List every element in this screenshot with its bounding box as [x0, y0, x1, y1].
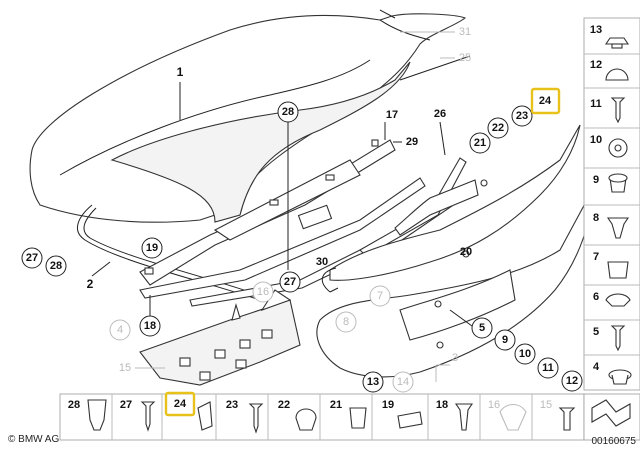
callout-20: 20	[460, 246, 472, 258]
callout-14: 14	[397, 376, 409, 388]
screw-small-icon	[610, 325, 626, 352]
callout-2: 2	[87, 277, 94, 291]
callout-25: 25	[459, 52, 471, 64]
callout-31: 31	[459, 26, 471, 38]
callout-11: 11	[542, 362, 554, 374]
side-label-4: 4	[593, 361, 600, 373]
callout-1: 1	[177, 65, 184, 79]
bottom-label-19: 19	[382, 399, 394, 411]
bottom-label-27: 27	[120, 399, 132, 411]
callout-7: 7	[377, 290, 383, 302]
push-rivet-icon	[605, 293, 631, 307]
callout-8: 8	[343, 316, 349, 328]
spring-clip-icon	[197, 401, 213, 431]
callout-18: 18	[144, 320, 156, 332]
side-label-9: 9	[593, 174, 599, 186]
callouts: 1 2 31 25 17 29 26 20 3 30 15 28 19	[21, 26, 583, 393]
callout-15: 15	[119, 362, 131, 374]
plug-icon	[295, 408, 317, 431]
callout-29: 29	[406, 136, 418, 148]
callout-22: 22	[492, 122, 504, 134]
clip	[321, 267, 339, 293]
side-label-7: 7	[593, 251, 599, 263]
bottom-label-28: 28	[68, 399, 80, 411]
bottom-label-23: 23	[226, 399, 238, 411]
callout-21: 21	[474, 137, 486, 149]
license-plate-panel	[329, 124, 581, 281]
bottom-parts-row: 28 27 24 23 22 21 19 18 16 15	[59, 391, 640, 441]
callout-28-top: 28	[282, 106, 294, 118]
callout-19: 19	[146, 242, 158, 254]
clamp-icon	[397, 411, 423, 429]
flange-screw-icon	[248, 403, 264, 434]
diagram-id: 00160675	[592, 436, 637, 447]
side-label-12: 12	[590, 59, 602, 71]
screw-bottom-icon	[140, 401, 156, 432]
callout-3: 3	[452, 352, 458, 364]
side-label-8: 8	[593, 212, 599, 224]
callout-26: 26	[434, 108, 446, 120]
orientation-arrow-icon	[591, 399, 631, 427]
bottom-label-16: 16	[488, 399, 500, 411]
callout-24-top: 24	[539, 95, 552, 107]
callout-27-mid: 27	[284, 276, 296, 288]
rivet-bottom-icon	[558, 407, 576, 431]
brand-label: © BMW AG	[8, 434, 59, 445]
callout-23: 23	[516, 110, 528, 122]
bottom-label-15: 15	[540, 399, 552, 411]
callout-5: 5	[479, 322, 485, 334]
expansion-clip-icon	[499, 403, 527, 431]
bracket-clip-icon	[87, 399, 107, 431]
callout-17: 17	[386, 109, 398, 121]
side-label-13: 13	[590, 24, 602, 36]
side-label-10: 10	[590, 134, 602, 146]
mounting-bracket	[139, 289, 301, 386]
screw-icon	[610, 97, 626, 124]
bottom-label-18: 18	[436, 399, 448, 411]
dome-plug-icon	[605, 68, 629, 81]
callout-28-left: 28	[50, 260, 62, 272]
callout-27-left: 27	[26, 252, 38, 264]
hex-screw-icon	[454, 403, 474, 431]
grommet-icon	[349, 407, 367, 429]
highlight-box-24-bottom	[164, 391, 196, 417]
callout-13: 13	[367, 376, 379, 388]
callout-16: 16	[257, 286, 269, 298]
bottom-label-22: 22	[278, 399, 290, 411]
side-label-5: 5	[593, 326, 599, 338]
lower-cover	[316, 184, 596, 378]
highlight-box-24-top	[530, 87, 561, 115]
side-label-11: 11	[590, 98, 602, 110]
side-label-6: 6	[593, 291, 599, 303]
bottom-label-24: 24	[174, 398, 187, 410]
side-parts-panel: 13 12 11 10 9 8 7 6 5 4	[583, 17, 640, 391]
callout-9: 9	[502, 334, 508, 346]
callout-4: 4	[117, 324, 123, 336]
callout-30: 30	[316, 256, 328, 268]
callout-12: 12	[566, 375, 578, 387]
square-clip-icon	[607, 261, 629, 279]
callout-10: 10	[519, 348, 531, 360]
expanding-rivet-icon	[606, 217, 630, 239]
bottom-label-21: 21	[330, 399, 342, 411]
cap-icon	[604, 37, 630, 45]
